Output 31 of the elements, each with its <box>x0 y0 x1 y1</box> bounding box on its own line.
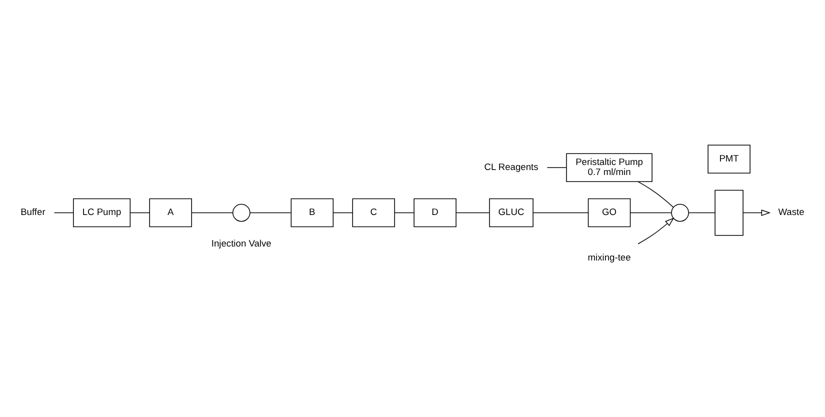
connector <box>394 212 414 214</box>
node-box: D <box>414 198 456 228</box>
node-box: GLUC <box>489 198 534 228</box>
connector <box>54 212 74 214</box>
node-label: Injection Valve <box>211 238 272 248</box>
connector <box>191 212 234 214</box>
connector <box>638 181 674 208</box>
connector <box>688 212 716 214</box>
connector <box>332 212 353 214</box>
arrow <box>742 210 771 216</box>
node-box <box>714 190 744 236</box>
node-text: Waste <box>778 207 804 218</box>
connector <box>250 212 292 214</box>
node-circle <box>232 204 250 222</box>
connector <box>130 212 150 214</box>
node-text: mixing-tee <box>588 252 631 262</box>
node-box: LC Pump <box>73 198 131 228</box>
node-circle <box>671 204 689 222</box>
node-box: C <box>352 198 395 228</box>
node-text: CL Reagents <box>484 162 538 172</box>
connector <box>546 167 567 168</box>
connector <box>532 212 588 214</box>
node-box: A <box>149 198 192 228</box>
node-box: GO <box>588 198 631 228</box>
connector <box>630 212 672 214</box>
node-box: Peristaltic Pump 0.7 ml/min <box>566 153 652 182</box>
arrow <box>638 218 674 244</box>
node-box: PMT <box>708 144 750 174</box>
connector <box>456 212 490 214</box>
node-text: Buffer <box>20 207 46 218</box>
node-box: B <box>290 198 334 228</box>
